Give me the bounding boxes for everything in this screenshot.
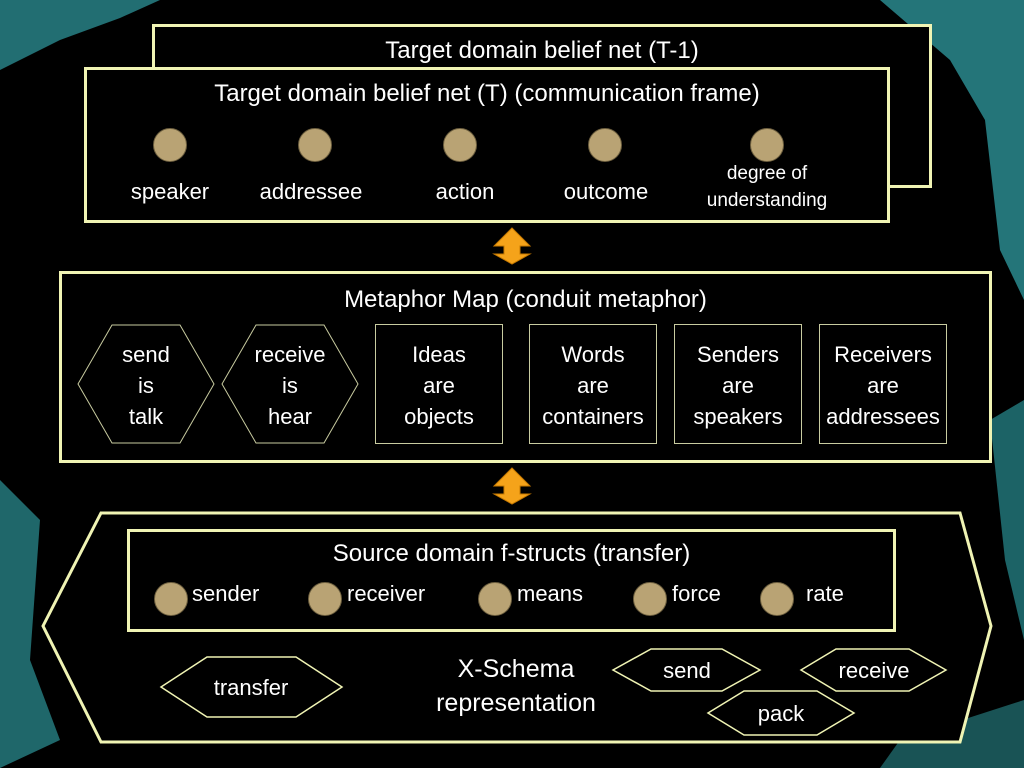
source-node-receiver [308,582,342,616]
metaphor-line: talk [128,404,164,429]
metaphor-line: receive [254,342,326,367]
source-node-means [478,582,512,616]
source-frame-title: Source domain f-structs (transfer) [332,540,691,567]
metaphor-line: are [867,373,899,398]
target-node-addressee [298,128,332,162]
source-node-sender [154,582,188,616]
metaphor-item-senders-are-speakers: Senders are speakers [674,324,802,444]
metaphor-line: are [577,373,609,398]
metaphor-line: are [423,373,455,398]
metaphor-line: addressees [826,404,940,429]
metaphor-line: objects [404,404,474,429]
metaphor-line: Receivers [834,342,932,367]
xschema-action-pack: pack [757,701,805,726]
target-frame-title: Target domain belief net (T) (communicat… [214,80,760,107]
metaphor-line: Ideas [412,342,466,367]
target-node-speaker [153,128,187,162]
target-label-addressee: addressee [259,179,363,204]
metaphor-item-ideas-are-objects: Ideas are objects [375,324,503,444]
target-node-outcome [588,128,622,162]
source-label-rate: rate [806,581,844,606]
source-label-receiver: receiver [347,581,426,606]
target-node-degree [750,128,784,162]
source-label-force: force [672,581,721,606]
xschema-title-line1: X-Schema [457,655,575,683]
metaphor-item-receivers-are-addressees: Receivers are addressees [819,324,947,444]
source-node-force [633,582,667,616]
metaphor-line: send [122,342,170,367]
metaphor-item-send-is-talk: send is talk [78,325,214,443]
metaphor-line: Senders [697,342,779,367]
target-label-degree-line2: understanding [706,190,828,211]
source-fstructs-frame: Source domain f-structs (transfer) [127,529,896,632]
metaphor-line: containers [542,404,644,429]
target-node-action [443,128,477,162]
source-node-rate [760,582,794,616]
target-label-degree-line1: degree of [726,163,808,184]
target-label-speaker: speaker [130,179,210,204]
back-frame-title: Target domain belief net (T-1) [385,37,699,64]
xschema-action-receive: receive [838,658,910,683]
xschema-action-send: send [663,658,711,683]
metaphor-line: are [722,373,754,398]
source-label-sender: sender [192,581,260,606]
xschema-action-transfer: transfer [213,675,289,700]
xschema-title: X-Schema representation [436,652,596,720]
metaphor-item-receive-is-hear: receive is hear [222,325,358,443]
metaphor-map-title: Metaphor Map (conduit metaphor) [344,286,707,313]
target-label-action: action [435,179,495,204]
metaphor-line: speakers [693,404,783,429]
metaphor-item-words-are-containers: Words are containers [529,324,657,444]
metaphor-line: is [282,373,298,398]
xschema-title-line2: representation [436,689,596,717]
metaphor-line: hear [267,404,313,429]
target-label-degree: degree of understanding [687,160,847,214]
source-label-means: means [517,581,584,606]
metaphor-line: is [138,373,154,398]
target-label-outcome: outcome [563,179,649,204]
metaphor-line: Words [561,342,625,367]
